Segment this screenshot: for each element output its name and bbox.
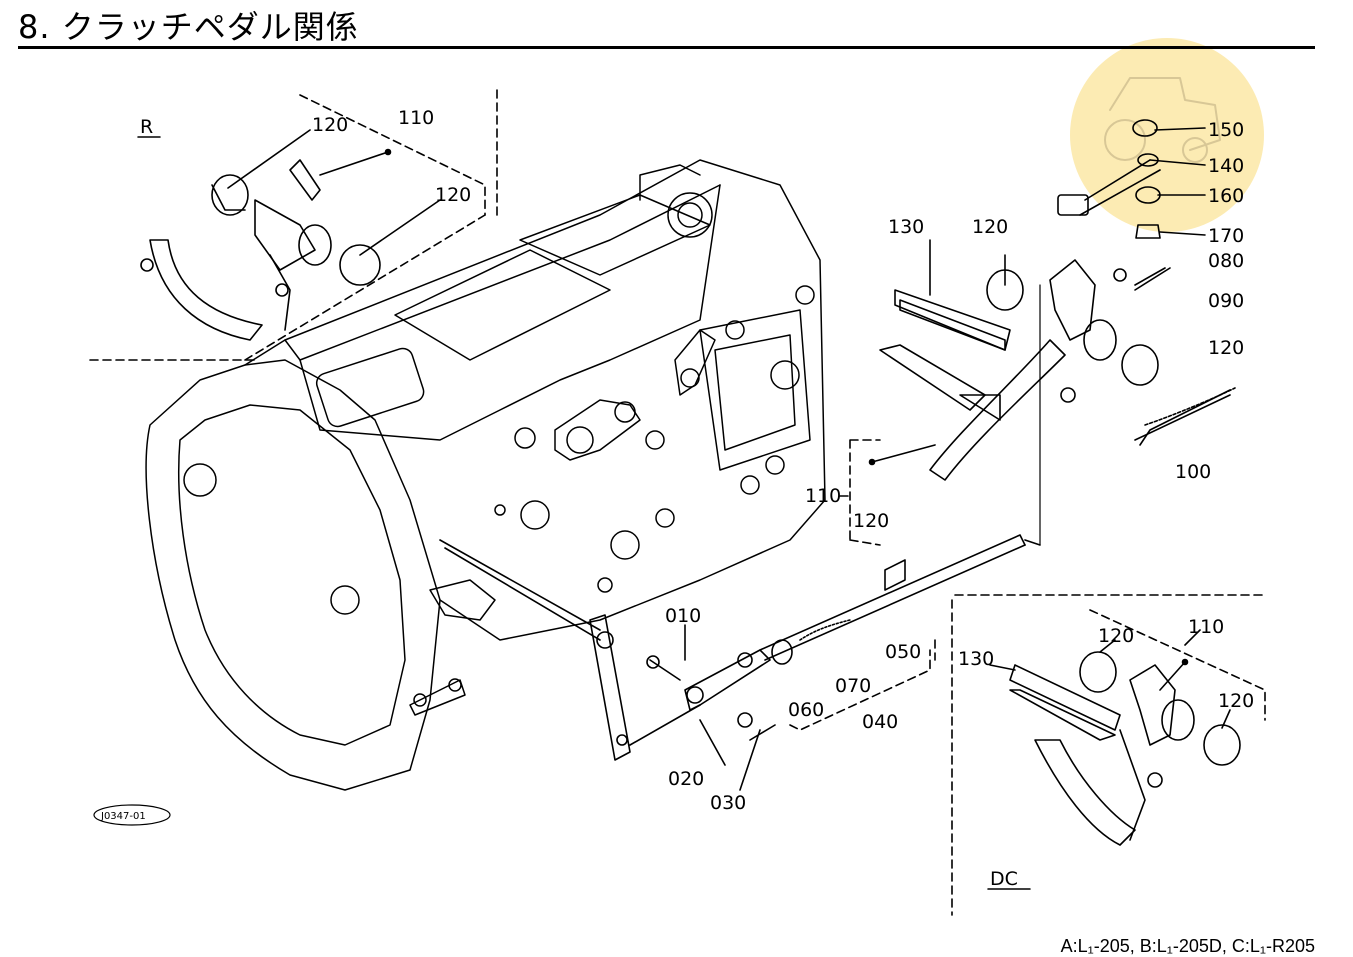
page-title: 8. クラッチペダル関係 [18,8,359,46]
part-label-080: 080 [1208,250,1244,272]
watermark-logo [1070,38,1264,232]
title-underline [18,46,1315,49]
part-label-010: 010 [665,605,701,627]
part-label-100: 100 [1175,461,1211,483]
part-label-120-r1: 120 [312,114,348,136]
part-label-110-main: 110 [805,485,841,507]
part-label-030: 030 [710,792,746,814]
part-label-050: 050 [885,641,921,663]
part-label-090: 090 [1208,290,1244,312]
part-label-110-dc: 110 [1188,616,1224,638]
model-applicability-footer: A:L₁-205, B:L₁-205D, C:L₁-R205 [1060,936,1315,956]
part-label-120-main3: 120 [853,510,889,532]
part-label-150: 150 [1208,119,1244,141]
variant-label-dc: DC [990,868,1018,890]
image-code-label: J0347-01 [100,811,146,822]
part-label-120-r2: 120 [435,184,471,206]
pedal-assembly-r-variant [89,89,498,361]
part-label-120-dc2: 120 [1218,690,1254,712]
part-label-040: 040 [862,711,898,733]
pedal-assembly-dc-variant [951,594,1266,916]
pedal-assembly-main [849,239,1236,546]
part-label-120-main1: 120 [972,216,1008,238]
adjuster-bolt-parts [1057,119,1206,239]
variant-label-r: R [140,116,153,138]
part-label-140: 140 [1208,155,1244,177]
part-label-120-dc1: 120 [1098,625,1134,647]
part-label-110-r: 110 [398,107,434,129]
part-label-130-dc: 130 [958,648,994,670]
part-label-170: 170 [1208,225,1244,247]
part-label-120-main2: 120 [1208,337,1244,359]
transmission-housing [145,159,826,791]
watermark-tractor-icon [1104,77,1221,163]
part-label-070: 070 [835,675,871,697]
part-label-160: 160 [1208,185,1244,207]
release-linkage [439,534,1041,791]
part-labels: R 120 110 120 150 140 160 170 130 120 08… [93,107,1254,890]
part-label-060: 060 [788,699,824,721]
part-label-020: 020 [668,768,704,790]
part-label-130-main: 130 [888,216,924,238]
